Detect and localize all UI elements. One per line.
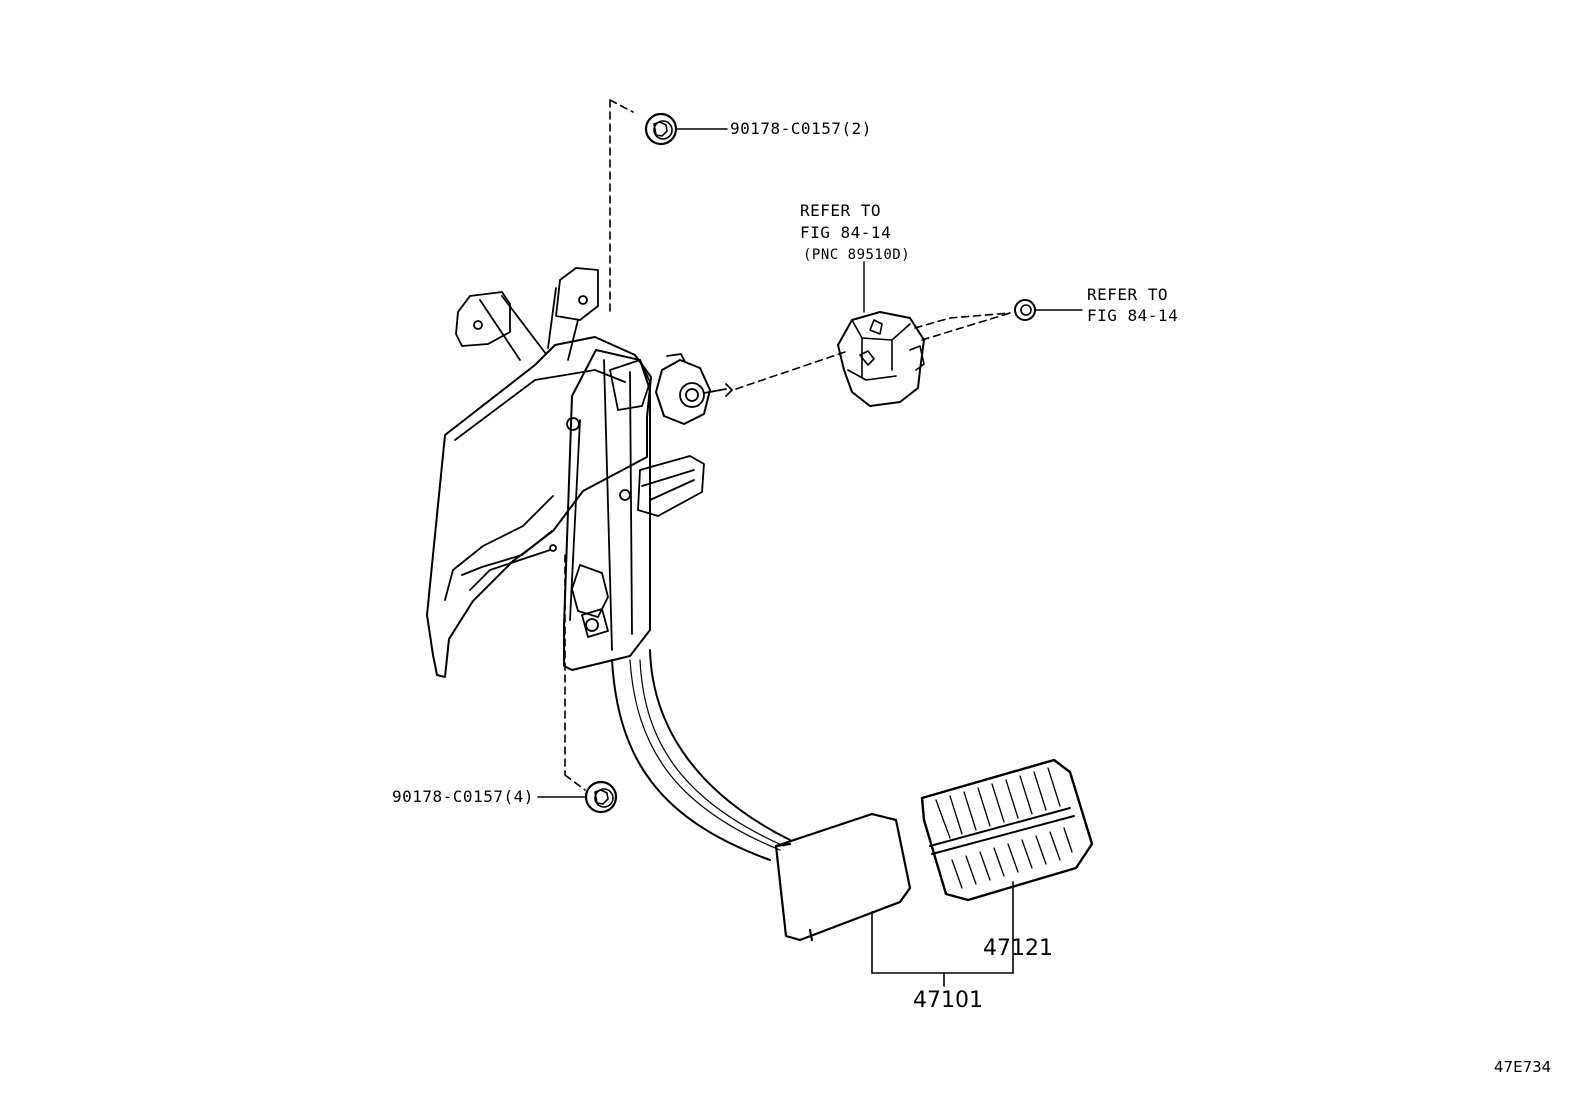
refer-nut-line1: REFER TO — [1087, 285, 1169, 304]
refer-switch-pnc: (PNC 89510D) — [803, 247, 911, 263]
pedal-bracket-icon — [426, 267, 733, 678]
top-bolt-leader — [609, 99, 634, 316]
top-bolt-icon — [644, 112, 728, 146]
bolt-top-label: 90178-C0157(2) — [730, 119, 872, 138]
pedal-pad-plain-icon — [774, 812, 912, 942]
bolt-bottom-label: 90178-C0157(4) — [392, 787, 534, 806]
switch-leaders — [735, 312, 1011, 390]
pedal-arm-icon — [611, 649, 791, 861]
stop-light-switch-icon — [837, 261, 925, 407]
pedal-assy-part-number: 47101 — [913, 988, 983, 1013]
part-number-bracket — [871, 881, 1014, 987]
pedal-pad-part-number: 47121 — [983, 936, 1053, 961]
refer-nut-line2: FIG 84-14 — [1087, 306, 1179, 325]
figure-code: 47E734 — [1494, 1058, 1552, 1076]
switch-nut-icon — [1014, 299, 1083, 321]
bottom-bolt-icon — [537, 780, 618, 814]
refer-switch-line2: FIG 84-14 — [800, 223, 892, 242]
pedal-pad-cover-icon — [920, 758, 1094, 902]
bottom-bolt-leader — [564, 554, 586, 791]
refer-switch-line1: REFER TO — [800, 201, 882, 220]
